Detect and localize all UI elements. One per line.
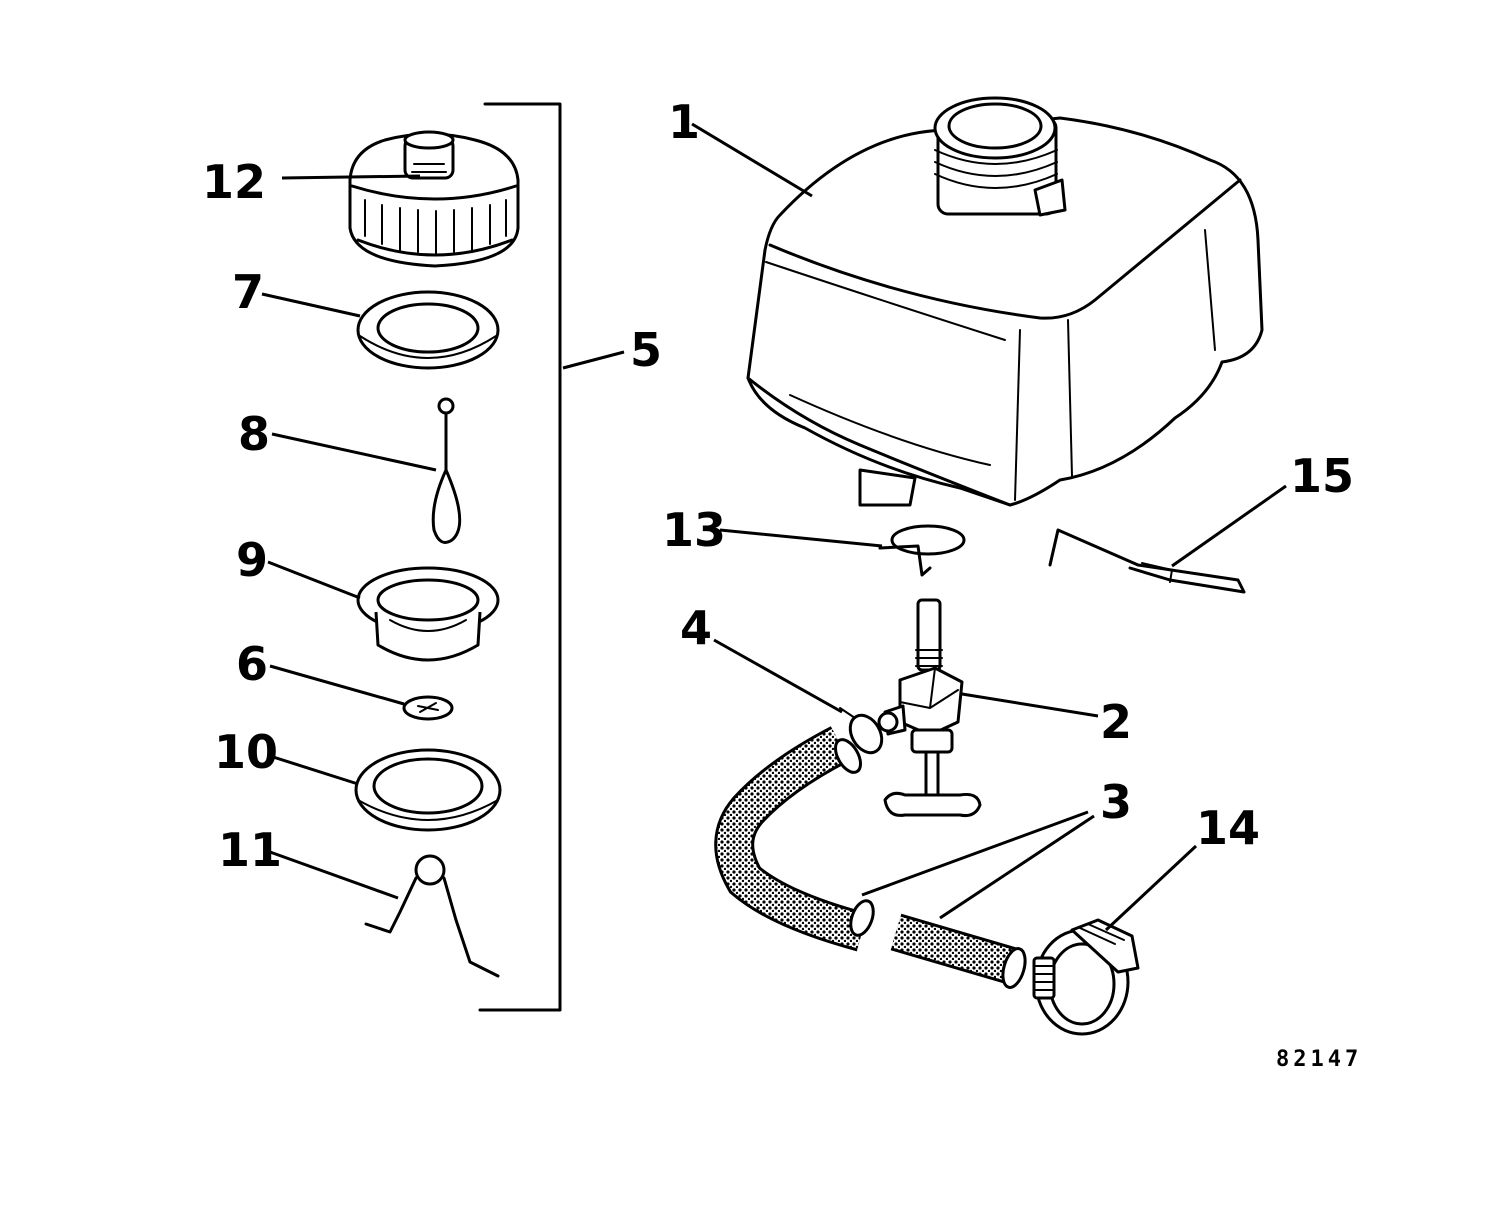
cap-ring-part — [354, 748, 502, 832]
leader-15 — [1171, 484, 1287, 568]
leader-10 — [269, 754, 359, 786]
leader-12 — [281, 174, 421, 180]
callout-12: 12 — [202, 155, 266, 209]
callout-8: 8 — [238, 407, 270, 461]
leader-9 — [267, 560, 361, 600]
callout-13: 13 — [662, 503, 726, 557]
leader-2 — [961, 692, 1099, 718]
callout-6: 6 — [236, 637, 268, 691]
cap-cup-part — [356, 566, 500, 662]
callout-2: 2 — [1100, 695, 1132, 749]
leader-3b — [939, 814, 1095, 920]
filler-cap-part — [348, 130, 520, 268]
callout-10: 10 — [214, 725, 278, 779]
leader-14 — [1104, 844, 1198, 932]
small-disc-part — [402, 695, 454, 721]
leader-lines — [261, 122, 1287, 932]
strap-bracket-part — [1048, 528, 1246, 594]
fuel-valve-part — [877, 598, 982, 817]
callout-14: 14 — [1196, 801, 1260, 855]
callout-9: 9 — [236, 533, 268, 587]
hose-clip-part — [839, 707, 884, 755]
leader-7 — [261, 292, 361, 318]
cap-gasket-part — [356, 290, 500, 370]
leader-3a — [861, 810, 1089, 897]
leader-13 — [719, 528, 883, 548]
leader-1 — [691, 122, 813, 198]
figure-number: 82147 — [1276, 1047, 1362, 1072]
callout-labels: 1 2 3 4 5 6 7 8 9 10 11 12 13 14 15 8214… — [202, 95, 1362, 1072]
assembly-bracket — [478, 102, 625, 1012]
short-hose-part — [890, 913, 1027, 989]
fuel-hose-part — [714, 726, 875, 952]
fuel-tank-part — [746, 96, 1264, 507]
spring-clip-part — [364, 854, 500, 978]
callout-5: 5 — [630, 323, 662, 377]
leader-4 — [713, 638, 843, 714]
leader-11 — [269, 850, 399, 900]
retainer-wire-part — [431, 397, 462, 544]
leader-8 — [271, 432, 437, 472]
leader-6 — [269, 664, 405, 706]
callout-1: 1 — [668, 95, 700, 149]
valve-clip-part — [878, 524, 966, 577]
hose-clamp-part — [1032, 918, 1140, 1036]
callout-11: 11 — [218, 823, 282, 877]
callout-3: 3 — [1100, 775, 1132, 829]
callout-7: 7 — [232, 265, 264, 319]
callout-15: 15 — [1290, 449, 1354, 503]
callout-4: 4 — [680, 601, 712, 655]
